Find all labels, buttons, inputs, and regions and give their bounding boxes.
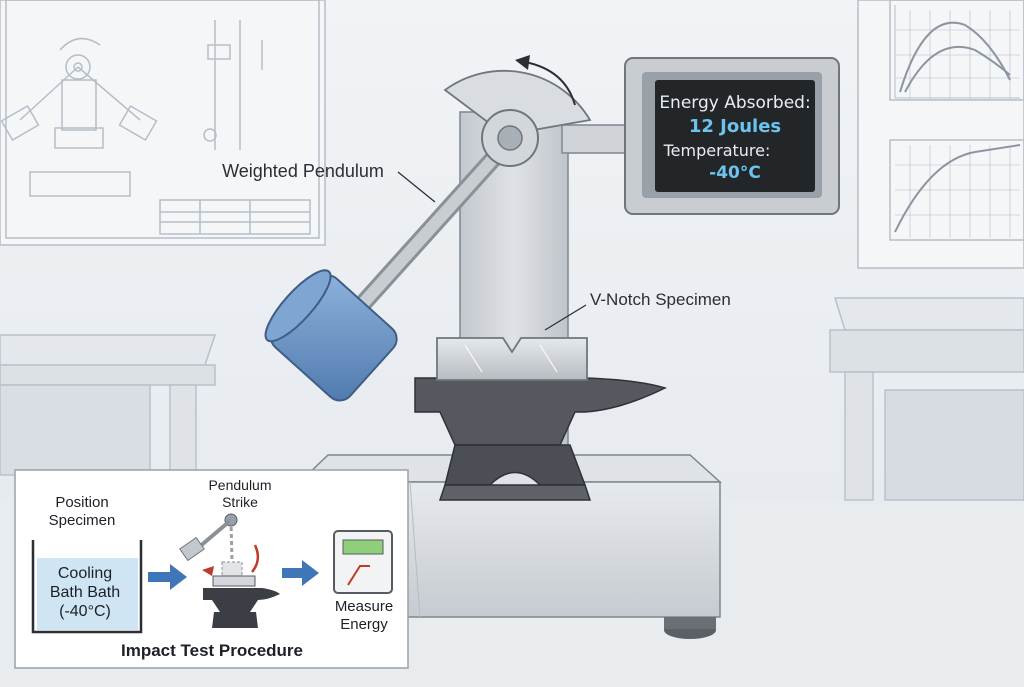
step2-label-line2: Strike — [222, 494, 258, 510]
step3-label-line1: Measure — [335, 598, 393, 615]
specimen-label: V-Notch Specimen — [590, 290, 731, 309]
bath-label-line1: Cooling — [58, 565, 112, 582]
arrow-right-icon — [148, 564, 187, 590]
pendulum-sector-scale — [443, 55, 592, 136]
pendulum-callout: Weighted Pendulum — [222, 161, 436, 203]
bath-label-line2: Bath Bath — [50, 584, 120, 601]
rotation-arrowhead-icon — [515, 55, 530, 70]
procedure-inset: Position Specimen Cooling Bath Bath (-40… — [14, 469, 409, 669]
blueprint-poster-left — [0, 0, 326, 246]
pendulum-hammer — [264, 269, 398, 402]
pendulum-label: Weighted Pendulum — [222, 161, 384, 181]
step1-label-line1: Position — [55, 494, 108, 511]
energy-display: Energy Absorbed: 12 Joules Temperature: … — [624, 57, 840, 215]
step3-label-line2: Energy — [340, 616, 388, 633]
rotation-arc — [524, 61, 576, 106]
energy-value: 12 Joules — [689, 116, 781, 137]
specimen-callout: V-Notch Specimen — [544, 290, 731, 331]
arrow-right-icon-2 — [282, 560, 319, 586]
step1-label-line2: Specimen — [49, 512, 116, 529]
chart-poster-right — [857, 0, 1024, 269]
energy-meter-icon — [333, 530, 393, 594]
anvil — [414, 377, 668, 501]
inset-title: Impact Test Procedure — [121, 641, 303, 660]
cooling-bath-icon — [31, 540, 143, 634]
temperature-label: Temperature: — [663, 141, 771, 160]
pendulum-strike-icon — [179, 513, 280, 628]
temperature-value: -40°C — [709, 163, 761, 183]
display-screen — [655, 80, 815, 192]
display-arm — [561, 124, 631, 154]
lab-bench-right — [829, 297, 1024, 501]
energy-absorbed-label: Energy Absorbed: — [659, 93, 810, 113]
step2-label-line1: Pendulum — [208, 477, 271, 493]
bath-label-line3: (-40°C) — [59, 603, 111, 620]
v-notch-specimen — [436, 337, 588, 381]
weighted-pendulum — [264, 109, 539, 402]
